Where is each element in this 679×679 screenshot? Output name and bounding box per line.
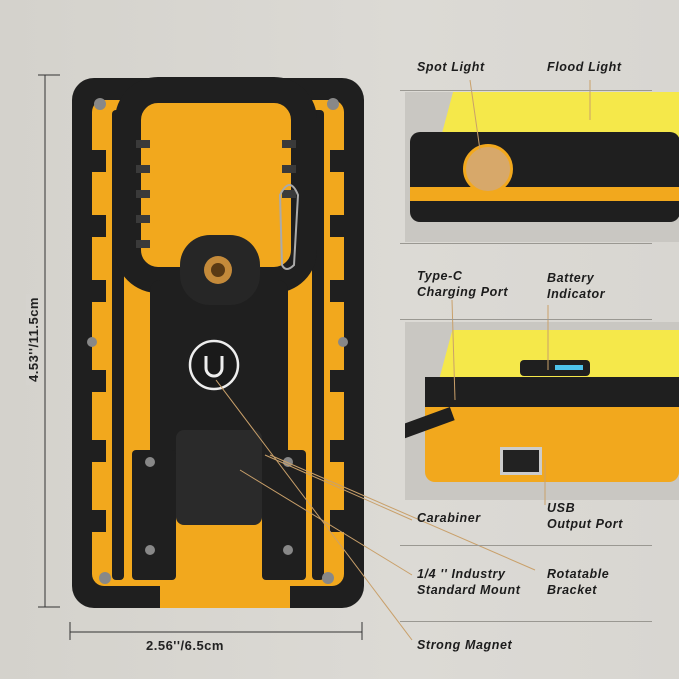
divider	[400, 545, 652, 546]
label-mount-line1: 1/4 '' Industry	[417, 567, 506, 581]
label-bracket-line1: Rotatable	[547, 567, 610, 581]
label-type-c-line2: Charging Port	[417, 285, 509, 299]
label-type-c-line1: Type-C	[417, 269, 463, 283]
label-mount-line2: Standard Mount	[417, 583, 521, 597]
label-spot-light: Spot Light	[417, 60, 485, 74]
label-carabiner: Carabiner	[417, 511, 481, 525]
label-bracket-line2: Bracket	[547, 583, 598, 597]
label-usb-line1: USB	[547, 501, 576, 515]
label-strong-magnet: Strong Magnet	[417, 638, 513, 652]
label-type-c: Type-C Charging Port	[417, 268, 508, 300]
spot-flood-light-photo	[405, 92, 679, 242]
label-usb-line2: Output Port	[547, 517, 624, 531]
divider	[400, 90, 652, 91]
divider	[400, 621, 652, 622]
divider	[400, 319, 652, 320]
width-dimension-label: 2.56''/6.5cm	[146, 638, 224, 653]
charging-port-photo	[405, 322, 679, 500]
label-flood-light: Flood Light	[547, 60, 622, 74]
label-battery-line1: Battery	[547, 271, 595, 285]
label-battery-line2: Indicator	[547, 287, 606, 301]
divider	[400, 243, 652, 244]
label-usb-output: USB Output Port	[547, 500, 623, 532]
